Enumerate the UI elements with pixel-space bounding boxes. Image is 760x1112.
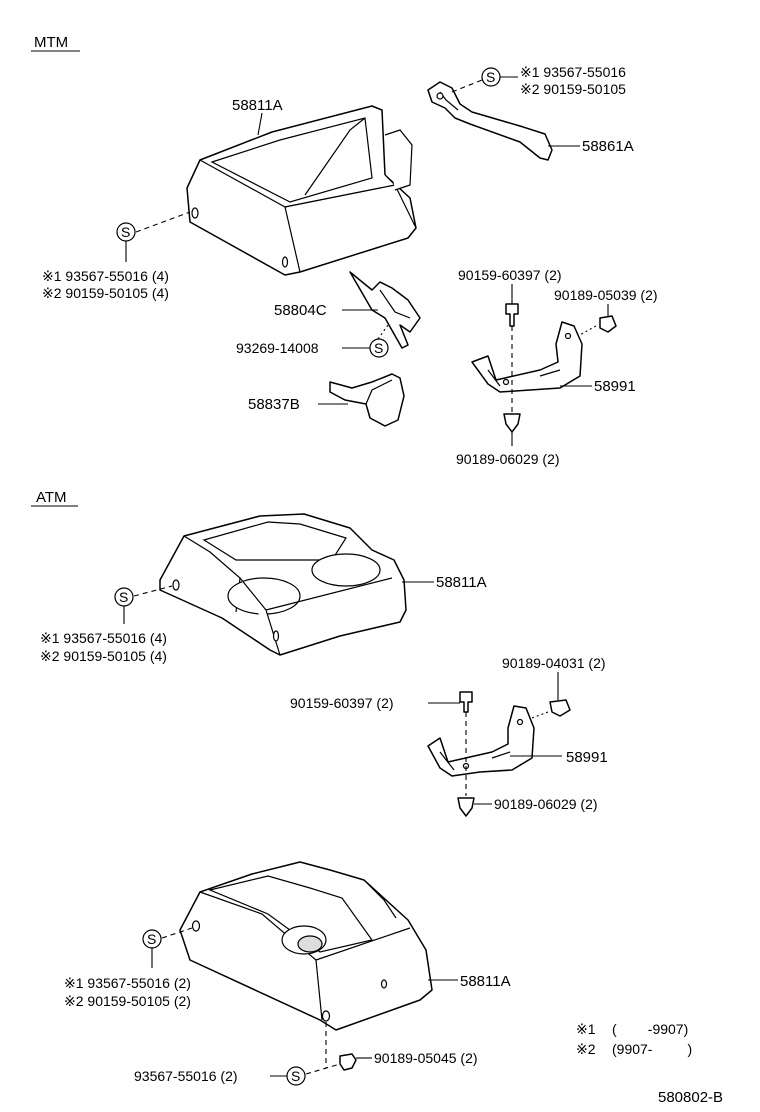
lower-bottom-clip-number: 90189-05045 (2) <box>374 1050 478 1066</box>
mtm-stay-clip-path <box>577 325 597 337</box>
atm-stay-clip-lower-number: 90189-06029 (2) <box>494 796 598 812</box>
mtm-retainer-part-number: 58837B <box>248 396 300 413</box>
mtm-stay-part-number: 58991 <box>594 378 636 395</box>
mtm-stay-clip-lower <box>503 413 521 433</box>
mtm-screw-symbol-s: S <box>374 340 383 356</box>
section-mtm-label: MTM <box>34 34 68 51</box>
lower-side-note-1: ※1 93567-55016 (2) <box>64 975 191 991</box>
mtm-screw-path <box>377 324 389 340</box>
mtm-box-leader <box>257 112 263 136</box>
lower-bottom-clip <box>339 1053 357 1071</box>
mtm-console-box <box>186 105 417 276</box>
atm-stay-clip-number: 90189-04031 (2) <box>502 655 606 671</box>
lower-bottom-screw-number: 93567-55016 (2) <box>134 1068 238 1084</box>
mtm-bracket-note-1: ※1 93567-55016 <box>520 64 626 80</box>
atm-box-part-number: 58811A <box>436 574 487 591</box>
mtm-screw-part-number: 93269-14008 <box>236 340 319 356</box>
mtm-stay-bolt-number: 90159-60397 (2) <box>458 267 562 283</box>
atm-stay-clip-path <box>531 711 549 719</box>
mtm-bracket-screw-path <box>451 79 483 93</box>
legend-2-mark: ※2 <box>576 1041 596 1057</box>
mtm-cover-part-number: 58804C <box>274 302 327 319</box>
mtm-stay <box>471 321 583 393</box>
legend-1-range: ( -9907) <box>612 1021 688 1037</box>
mtm-screw-symbol <box>369 338 389 358</box>
mtm-side-note-2: ※2 90159-50105 (4) <box>42 285 169 301</box>
atm-side-note-1: ※1 93567-55016 (4) <box>40 630 167 646</box>
lower-side-note-2: ※2 90159-50105 (2) <box>64 993 191 1009</box>
atm-side-screw-symbol-s: S <box>119 589 128 605</box>
mtm-side-screw-path <box>135 211 191 233</box>
figure-id: 580802-B <box>658 1089 723 1106</box>
mtm-upper-bracket <box>427 81 553 161</box>
legend-1-mark: ※1 <box>576 1021 596 1037</box>
mtm-bracket-screw-symbol-s: S <box>486 69 495 85</box>
atm-side-note-2: ※2 90159-50105 (4) <box>40 648 167 664</box>
mtm-stay-clip-number: 90189-05039 (2) <box>554 287 658 303</box>
legend-2-range: (9907- ) <box>612 1041 692 1057</box>
lower-console-box <box>179 861 433 1031</box>
mtm-bracket-part-number: 58861A <box>582 138 634 155</box>
atm-stay-part-number: 58991 <box>566 749 608 766</box>
atm-side-screw-path <box>133 585 173 597</box>
mtm-retainer <box>329 373 405 427</box>
atm-stay-clip <box>549 699 571 717</box>
mtm-shift-cover <box>349 271 421 349</box>
lower-bottom-screw-symbol-s: S <box>291 1068 300 1084</box>
lower-box-part-number: 58811A <box>460 973 511 990</box>
mtm-stay-bolt <box>505 303 519 327</box>
mtm-side-note-1: ※1 93567-55016 (4) <box>42 268 169 284</box>
mtm-bracket-note-2: ※2 90159-50105 <box>520 81 626 97</box>
atm-stay-bolt-number: 90159-60397 (2) <box>290 695 394 711</box>
atm-console-box <box>159 513 407 656</box>
atm-stay-bolt <box>459 691 473 713</box>
mtm-stay-clip-lower-number: 90189-06029 (2) <box>456 451 560 467</box>
atm-stay <box>427 705 535 777</box>
mtm-box-part-number: 58811A <box>232 97 283 114</box>
section-atm-label: ATM <box>36 489 67 506</box>
lower-side-screw-symbol-s: S <box>147 931 156 947</box>
lower-bottom-path-2 <box>305 1063 341 1075</box>
mtm-side-screw-symbol-s: S <box>121 224 130 240</box>
mtm-stay-clip <box>599 315 617 333</box>
atm-stay-clip-lower <box>457 797 475 817</box>
